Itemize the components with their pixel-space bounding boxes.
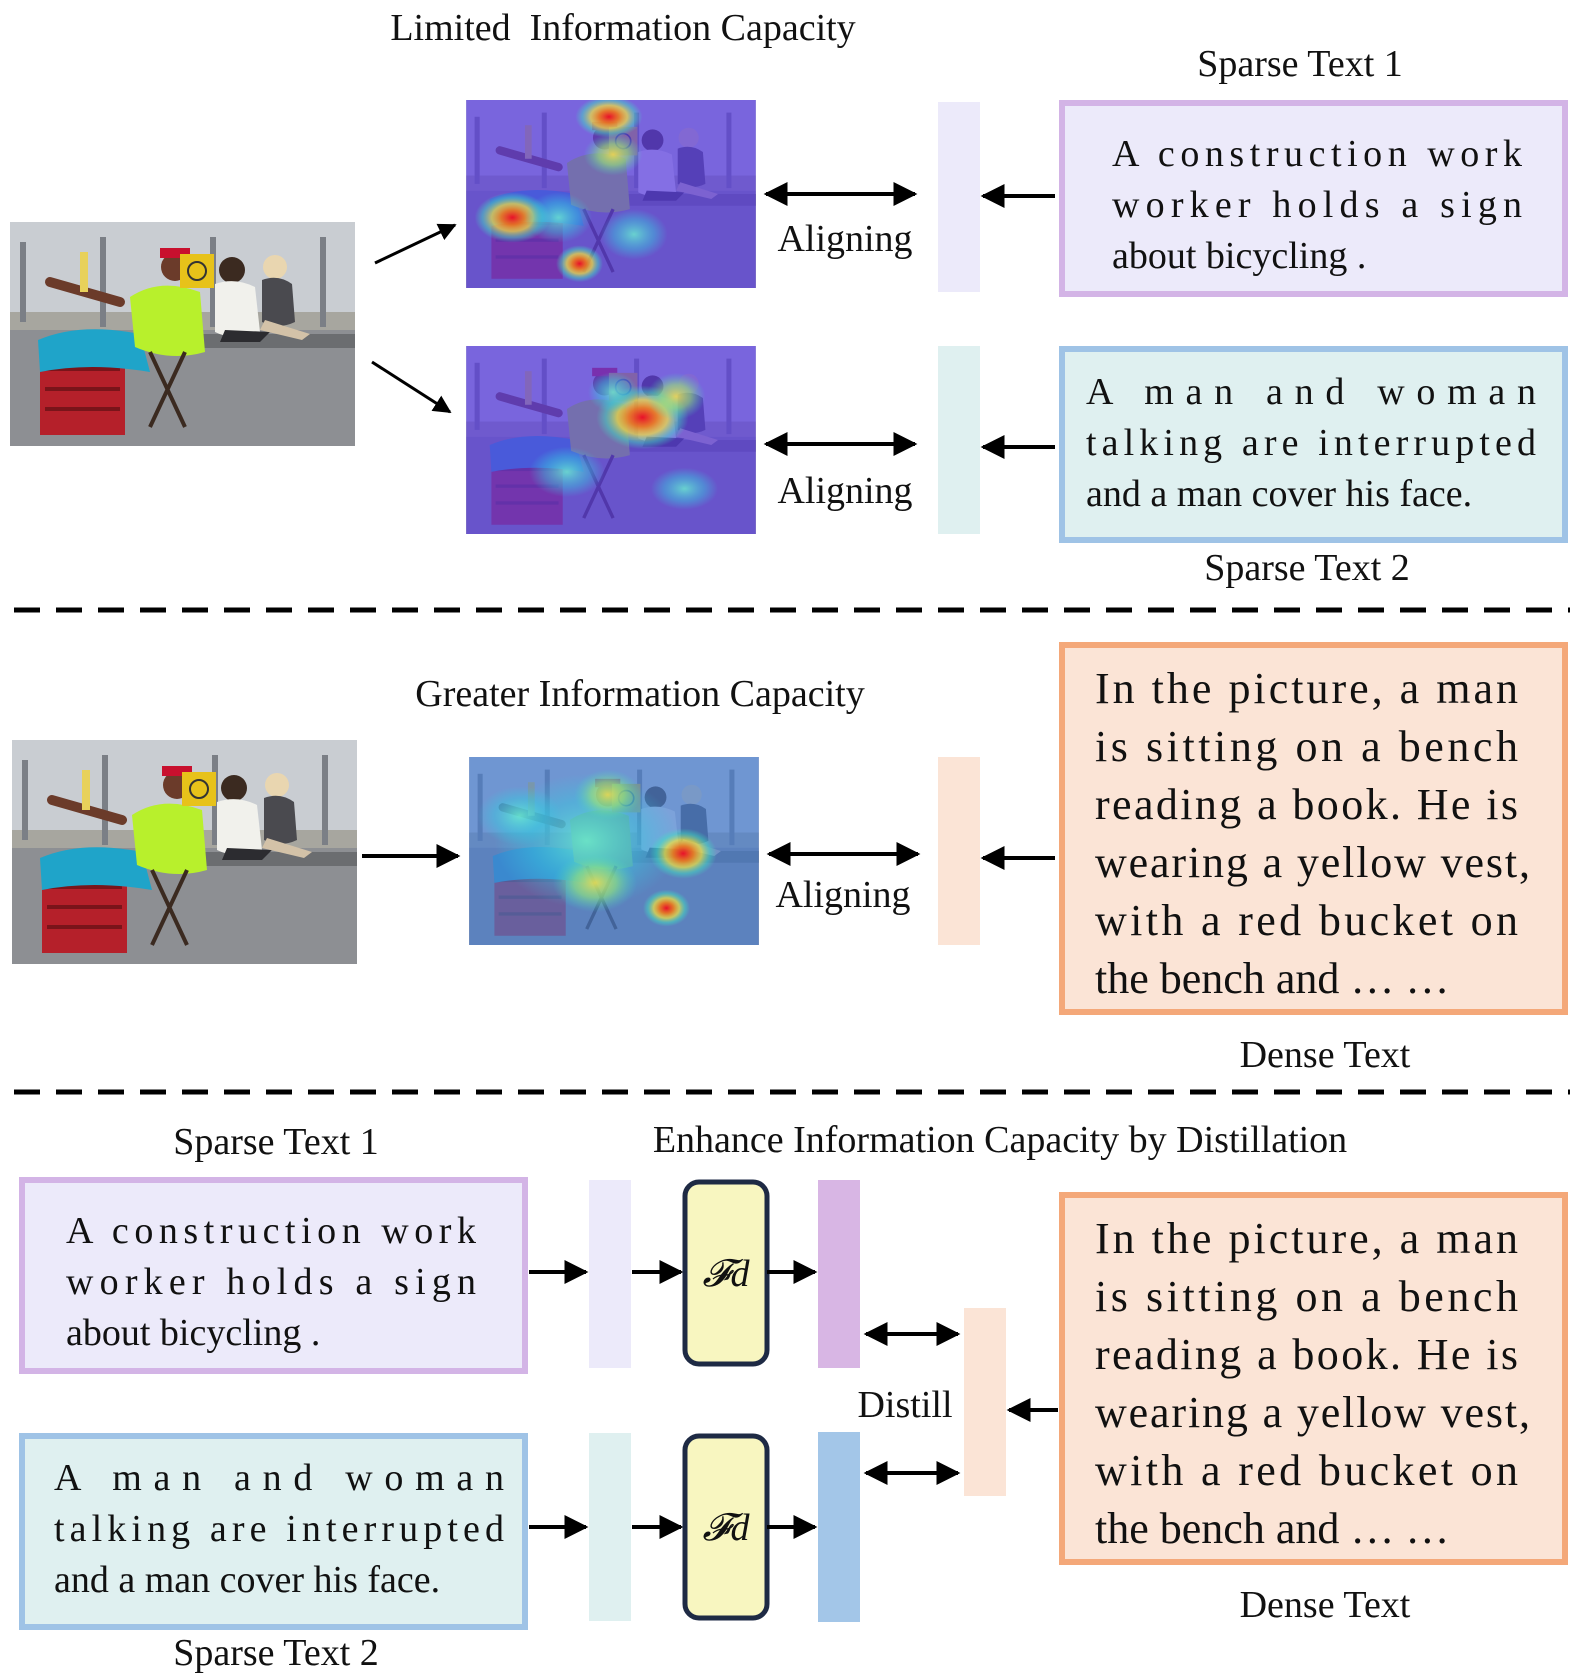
distill-sparse-embedding-1 xyxy=(589,1180,631,1368)
distill-sparse-text-1-line-1: A construction work xyxy=(66,1210,476,1252)
distill-sparse-embedding-2 xyxy=(589,1433,631,1621)
dense-text-line-6: the bench and … … xyxy=(1095,954,1449,1003)
distill-sparse-text-2-line-1: A man and woman xyxy=(54,1457,504,1499)
attention-heatmap-1 xyxy=(466,100,756,288)
dense-text-line-3: reading a book. He is xyxy=(1095,780,1518,829)
arrow-to-heatmap-2 xyxy=(371,360,452,414)
distilled-embedding-1 xyxy=(818,1180,860,1368)
distill-dense-text-line-5: with a red bucket on xyxy=(1095,1446,1518,1495)
aligning-label-1: Aligning xyxy=(777,218,912,260)
aligning-label-3: Aligning xyxy=(775,874,910,916)
dense-text-line-1: In the picture, a man xyxy=(1095,664,1518,713)
dense-text-label: Dense Text xyxy=(1240,1034,1411,1076)
attention-heatmap-3 xyxy=(469,757,759,945)
distilled-embedding-2 xyxy=(818,1432,860,1622)
distill-sparse-text-1-label: Sparse Text 1 xyxy=(173,1121,379,1163)
distill-sparse-text-2-line-3: and a man cover his face. xyxy=(54,1559,440,1601)
distill-sparse-text-2-label: Sparse Text 2 xyxy=(173,1632,379,1674)
aligning-label-2: Aligning xyxy=(777,470,912,512)
distill-label: Distill xyxy=(857,1384,952,1426)
distill-module-1-label: 𝓕d xyxy=(702,1253,750,1295)
distill-dense-text-line-2: is sitting on a bench xyxy=(1095,1272,1518,1321)
source-image-1 xyxy=(10,222,355,446)
distill-dense-text-line-1: In the picture, a man xyxy=(1095,1214,1518,1263)
dense-text-line-5: with a red bucket on xyxy=(1095,896,1518,945)
distill-module-2-label: 𝓕d xyxy=(702,1507,750,1549)
sparse-text-1-line-3: about bicycling . xyxy=(1112,235,1366,277)
sparse-text-2-label: Sparse Text 2 xyxy=(1204,547,1410,589)
sparse-text-1-box xyxy=(1059,100,1568,297)
distill-sparse-text-1-box xyxy=(19,1177,528,1374)
distill-dense-text-line-4: wearing a yellow vest, xyxy=(1095,1388,1530,1437)
section2-heading: Greater Information Capacity xyxy=(415,673,864,715)
sparse-text-1-line-1: A construction work xyxy=(1112,133,1522,175)
dense-text-box xyxy=(1059,642,1568,1015)
sparse-text-2-line-3: and a man cover his face. xyxy=(1086,473,1472,515)
distill-dense-text-line-3: reading a book. He is xyxy=(1095,1330,1518,1379)
attention-heatmap-2 xyxy=(466,346,756,534)
sparse-text-1-label: Sparse Text 1 xyxy=(1197,43,1403,85)
distill-sparse-text-1-line-3: about bicycling . xyxy=(66,1312,320,1354)
distill-sparse-text-2-box xyxy=(19,1433,528,1630)
distill-dense-text-box xyxy=(1059,1192,1568,1565)
sparse-embedding-1 xyxy=(938,102,980,292)
distill-dense-text-line-6: the bench and … … xyxy=(1095,1504,1449,1553)
sparse-embedding-2 xyxy=(938,346,980,534)
distill-dense-text-label: Dense Text xyxy=(1240,1584,1411,1626)
dense-text-line-2: is sitting on a bench xyxy=(1095,722,1518,771)
section-3: Enhance Information Capacity by Distilla… xyxy=(19,1119,1568,1674)
distill-sparse-text-2-line-2: talking are interrupted xyxy=(54,1508,504,1550)
dense-text-line-4: wearing a yellow vest, xyxy=(1095,838,1530,887)
section-2: Greater Information Capacity Aligning I xyxy=(12,642,1568,1076)
source-image-2 xyxy=(12,740,357,964)
section1-heading: Limited Information Capacity xyxy=(390,7,855,49)
arrow-to-heatmap-1 xyxy=(374,223,457,265)
dense-embedding-1 xyxy=(938,757,980,945)
distill-dense-embedding xyxy=(964,1308,1006,1496)
sparse-text-2-line-1: A man and woman xyxy=(1086,371,1536,413)
sparse-text-2-line-2: talking are interrupted xyxy=(1086,422,1536,464)
sparse-text-2-box xyxy=(1059,346,1568,543)
section3-heading: Enhance Information Capacity by Distilla… xyxy=(653,1119,1347,1161)
section-1: Limited Information Capacity xyxy=(10,7,1568,589)
